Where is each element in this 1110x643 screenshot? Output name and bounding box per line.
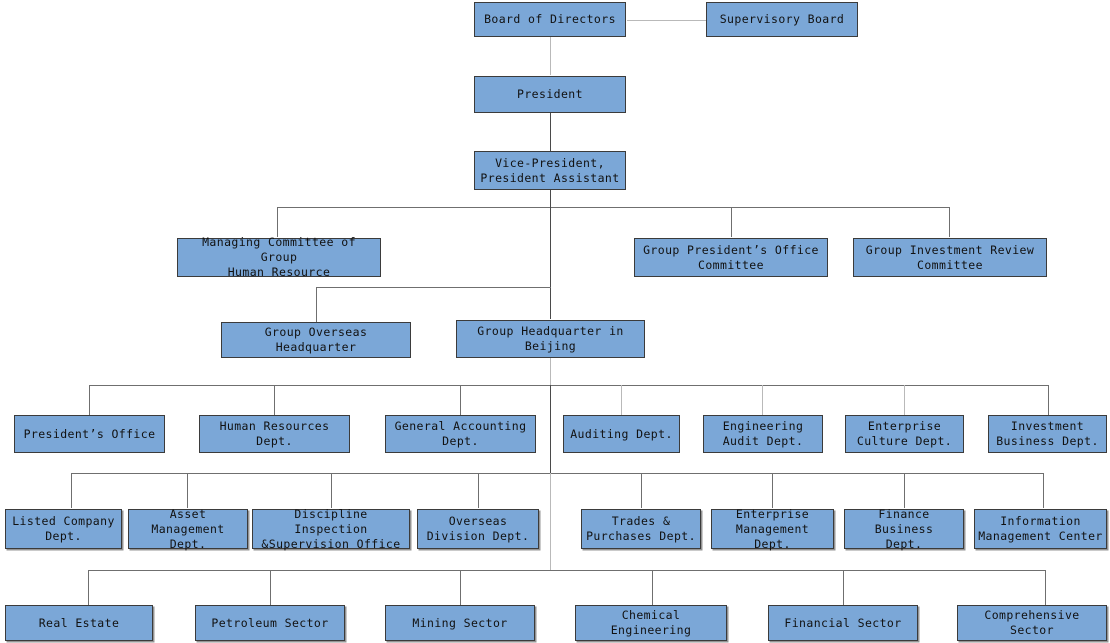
connector-dept-drop-2 [274, 385, 275, 415]
connector-dept2-drop-3 [331, 473, 332, 508]
connector-sector-bus [88, 570, 1045, 571]
connector-vp-drop-office [731, 207, 732, 237]
node-enterprise-culture-dept[interactable]: Enterprise Culture Dept. [845, 415, 964, 453]
connector-dept-row2-bus [71, 473, 1043, 474]
node-supervisory-board[interactable]: Supervisory Board [706, 2, 858, 37]
connector-sector-drop-3 [460, 570, 461, 605]
node-engineering-audit-dept[interactable]: Engineering Audit Dept. [703, 415, 823, 453]
node-group-presidents-office-committee[interactable]: Group President’s Office Committee [634, 238, 828, 277]
node-petroleum-sector[interactable]: Petroleum Sector [195, 605, 345, 641]
connector-sector-drop-4 [652, 570, 653, 605]
node-president[interactable]: President [474, 76, 626, 113]
node-chemical-engineering[interactable]: Chemical Engineering [575, 605, 727, 641]
node-enterprise-management-dept[interactable]: Enterprise Management Dept. [711, 507, 834, 551]
node-asset-management-dept[interactable]: Asset Management Dept. [128, 507, 248, 551]
node-overseas-division-dept[interactable]: Overseas Division Dept. [417, 509, 539, 549]
connector-dept-drop-5 [762, 385, 763, 415]
node-presidents-office[interactable]: President’s Office [14, 415, 165, 453]
connector-sector-drop-5 [843, 570, 844, 605]
connector-overseas-drop [316, 287, 317, 322]
connector-dept-row1-bus [89, 385, 1048, 386]
connector-sector-drop-1 [88, 570, 89, 605]
connector-dept2-drop-2 [187, 473, 188, 508]
node-discipline-inspection-supervision-office[interactable]: Discipline Inspection &Supervision Offic… [252, 507, 410, 551]
connector-spine-to-row2 [550, 385, 551, 473]
connector-sector-drop-2 [270, 570, 271, 605]
connector-board-supervisory [627, 20, 706, 21]
connector-overseas-branch [316, 287, 551, 288]
node-vice-president[interactable]: Vice-President, President Assistant [474, 151, 626, 190]
connector-dept2-drop-8 [1043, 473, 1044, 508]
connector-dept2-drop-1 [71, 473, 72, 508]
node-trades-purchases-dept[interactable]: Trades & Purchases Dept. [581, 509, 701, 549]
node-listed-company-dept[interactable]: Listed Company Dept. [5, 509, 122, 549]
connector-vp-spine-lower [550, 207, 551, 319]
connector-vp-drop-investment [949, 207, 950, 237]
node-auditing-dept[interactable]: Auditing Dept. [563, 415, 680, 453]
node-investment-business-dept[interactable]: Investment Business Dept. [988, 415, 1107, 453]
node-group-headquarter-beijing[interactable]: Group Headquarter in Beijing [456, 320, 645, 358]
connector-dept-drop-3 [460, 385, 461, 415]
connector-dept2-drop-7 [904, 473, 905, 508]
node-managing-committee-hr[interactable]: Managing Committee of Group Human Resour… [177, 235, 381, 279]
connector-sector-drop-6 [1045, 570, 1046, 605]
connector-dept2-drop-6 [772, 473, 773, 508]
node-board-of-directors[interactable]: Board of Directors [474, 2, 626, 37]
node-comprehensive-sector[interactable]: Comprehensive Sector [957, 605, 1107, 641]
connector-board-president [550, 37, 551, 75]
connector-vp-drop-hr [277, 207, 278, 237]
connector-dept-drop-1 [89, 385, 90, 415]
node-real-estate[interactable]: Real Estate [5, 605, 153, 641]
connector-spine-to-sectors [550, 473, 551, 570]
connector-dept2-drop-4 [478, 473, 479, 508]
connector-vp-spine [550, 190, 551, 207]
node-group-overseas-headquarter[interactable]: Group Overseas Headquarter [221, 322, 411, 358]
connector-dept-drop-6 [904, 385, 905, 415]
node-information-management-center[interactable]: Information Management Center [974, 509, 1107, 549]
node-group-investment-review-committee[interactable]: Group Investment Review Committee [853, 238, 1047, 277]
connector-vp-bus [277, 207, 950, 208]
connector-dept-drop-4 [621, 385, 622, 415]
connector-beijing-spine [550, 357, 551, 385]
node-finance-business-dept[interactable]: Finance Business Dept. [844, 507, 964, 551]
node-general-accounting-dept[interactable]: General Accounting Dept. [385, 415, 536, 453]
connector-dept-drop-7 [1048, 385, 1049, 415]
node-mining-sector[interactable]: Mining Sector [385, 605, 535, 641]
node-human-resources-dept[interactable]: Human Resources Dept. [199, 415, 350, 453]
connector-dept2-drop-5 [641, 473, 642, 508]
connector-president-vp [550, 113, 551, 152]
node-financial-sector[interactable]: Financial Sector [768, 605, 918, 641]
